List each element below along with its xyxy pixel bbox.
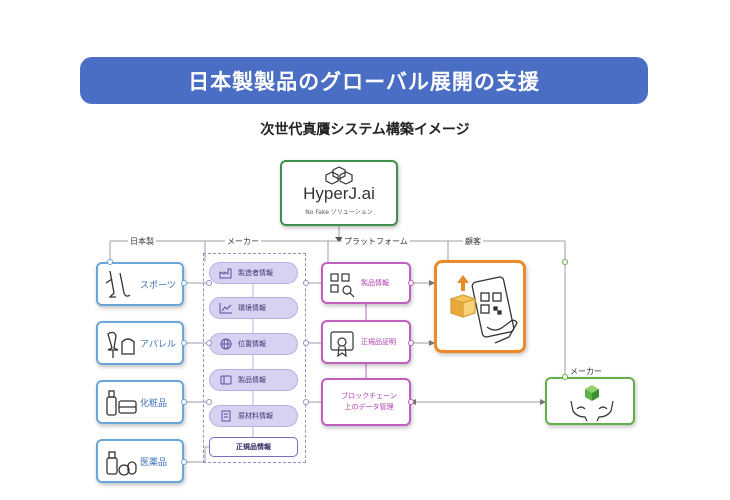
maker-item-environment: 環境情報 (209, 297, 298, 319)
connector-dot (181, 459, 187, 465)
japan-item-medicine: 医薬品 (96, 439, 184, 483)
maker-item-label: 製品情報 (238, 376, 266, 384)
hyperj-tagline: No Fake ソリューション (305, 209, 373, 216)
platform-item-label: 正規品証明 (361, 337, 396, 346)
connector-dot (206, 399, 212, 405)
japan-item-label: 医薬品 (140, 457, 168, 468)
connector-dot (408, 280, 414, 286)
maker-item-product: 製品情報 (209, 369, 298, 391)
section-label-maker-right: メーカー (568, 366, 604, 377)
connector-dot (107, 259, 113, 265)
connector-dot (303, 399, 309, 405)
hyperj-name: HyperJ.ai (303, 184, 375, 203)
page-subtitle: 次世代真贋システム構築イメージ (260, 122, 470, 138)
genuine-info-badge: 正規品情報 (209, 437, 298, 457)
connector-dot (562, 374, 568, 380)
golf-club-icon (105, 270, 131, 298)
maker-item-label: 原材料情報 (238, 412, 273, 420)
document-icon (221, 410, 231, 422)
maker-right-node (545, 377, 635, 425)
japan-item-label: 化粧品 (140, 398, 168, 409)
connector-dot (562, 259, 568, 265)
section-label-japan: 日本製 (128, 236, 156, 247)
maker-panel (203, 253, 306, 463)
banner-title: 日本製製品のグローバル展開の支援 (80, 57, 648, 104)
connector-dot (181, 340, 187, 346)
connector-dot (181, 280, 187, 286)
chart-icon (219, 303, 232, 314)
maker-item-label: 環境情報 (238, 304, 266, 312)
cube-logo-icon (325, 166, 353, 185)
maker-item-location: 位置情報 (209, 333, 298, 355)
japan-item-apparel: アパレル (96, 321, 184, 365)
platform-item-label: ブロックチェーン 上のデータ管理 (341, 392, 397, 411)
section-label-platform: プラットフォーム (342, 236, 410, 247)
section-label-customer: 顧客 (463, 236, 483, 247)
maker-item-materials: 原材料情報 (209, 405, 298, 427)
maker-item-label: 製造者情報 (238, 269, 273, 277)
connector-dot (206, 280, 212, 286)
connector-dot (206, 340, 212, 346)
factory-icon (219, 268, 232, 279)
connector-dot (303, 280, 309, 286)
platform-item-blockchain: ブロックチェーン 上のデータ管理 (321, 378, 411, 426)
qr-search-icon (330, 273, 355, 298)
medicine-icon (106, 451, 137, 476)
cart-icon (220, 375, 232, 385)
section-label-maker: メーカー (225, 236, 261, 247)
hyperj-node: HyperJ.ai No Fake ソリューション (280, 160, 398, 226)
maker-item-label: 位置情報 (238, 340, 266, 348)
globe-icon (220, 338, 232, 350)
connector-dot (303, 340, 309, 346)
platform-item-certificate: 正規品証明 (321, 320, 411, 364)
mannequin-icon (107, 331, 135, 358)
platform-item-label: 製品情報 (361, 278, 389, 287)
hands-box-icon (570, 385, 614, 422)
cosmetics-icon (106, 390, 137, 416)
japan-item-sports: スポーツ (96, 262, 184, 306)
connector-dot (408, 399, 414, 405)
maker-item-manufacturer: 製造者情報 (209, 262, 298, 284)
japan-item-cosmetics: 化粧品 (96, 380, 184, 424)
japan-item-label: スポーツ (140, 280, 176, 291)
customer-node (434, 260, 526, 353)
certificate-icon (330, 331, 354, 358)
japan-item-label: アパレル (140, 339, 176, 350)
connector-dot (181, 399, 187, 405)
phone-scan-icon (448, 275, 518, 344)
connector-dot (408, 340, 414, 346)
platform-item-product-info: 製品情報 (321, 262, 411, 304)
